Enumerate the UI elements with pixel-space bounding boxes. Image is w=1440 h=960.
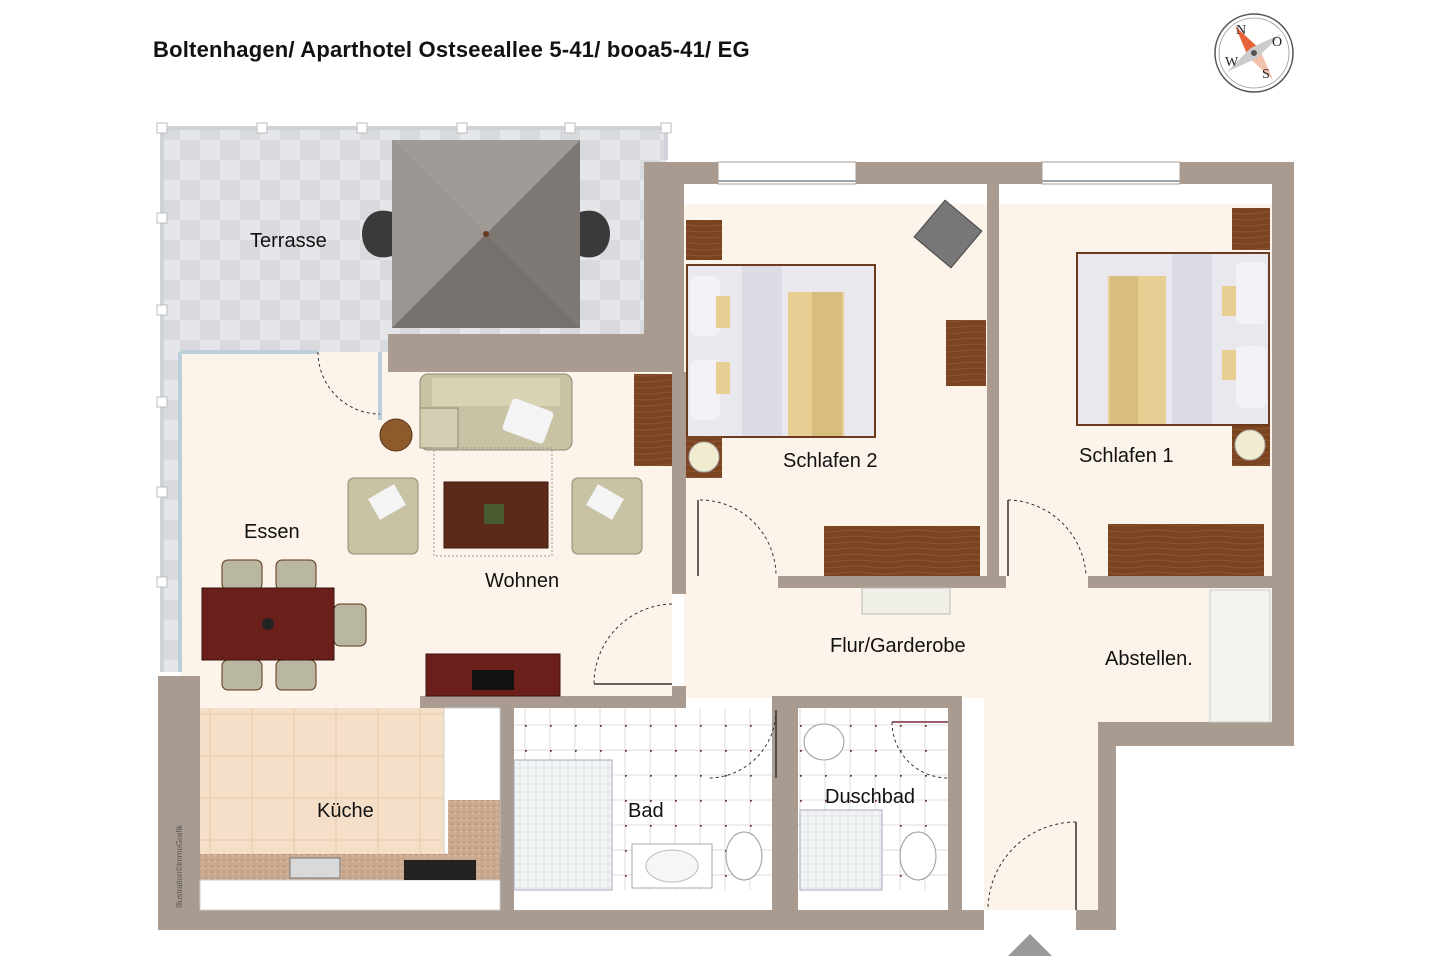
sideboard <box>634 374 672 466</box>
desk <box>946 320 986 386</box>
hallway-floor <box>684 578 1272 910</box>
compass-north: N <box>1236 23 1246 38</box>
windows <box>178 161 1181 672</box>
tv-console <box>425 653 561 697</box>
parasol <box>392 140 580 328</box>
armchair-left <box>347 477 419 555</box>
label-kueche: Küche <box>317 800 374 822</box>
side-table <box>379 418 413 452</box>
entrance-arrow <box>1008 934 1052 956</box>
label-abstellen: Abstellen. <box>1105 648 1193 670</box>
bed-schlafen-2 <box>686 264 876 438</box>
label-flur: Flur/Garderobe <box>830 635 966 657</box>
door-swings <box>317 351 1087 911</box>
kitchen-floor <box>200 708 444 854</box>
railing-posts <box>156 122 672 588</box>
label-duschbad: Duschbad <box>825 786 915 808</box>
shower-duschbad <box>799 809 883 891</box>
terrace-chairs <box>362 210 610 258</box>
wardrobe-2 <box>824 526 980 576</box>
dining-set <box>201 559 367 691</box>
compass-west: W <box>1225 55 1239 70</box>
label-essen: Essen <box>244 521 300 543</box>
armchair-small <box>419 407 459 449</box>
wardrobe-1 <box>1108 524 1264 576</box>
bed-schlafen-1 <box>1076 252 1270 426</box>
label-schlafen-1: Schlafen 1 <box>1079 445 1174 467</box>
sink-duschbad <box>803 723 845 761</box>
toilet-duschbad <box>899 831 937 881</box>
toilet-bad <box>725 831 763 881</box>
walls <box>158 162 1294 930</box>
bedroom-chair <box>913 199 983 269</box>
storage-shelf <box>1209 589 1271 723</box>
label-bad: Bad <box>628 800 664 822</box>
shower-bad <box>513 759 613 891</box>
watermark: Illustration©immoGrafik <box>175 824 184 908</box>
label-wohnen: Wohnen <box>485 570 559 592</box>
armchair-right <box>571 477 643 555</box>
compass: N O S W <box>1214 13 1294 93</box>
plan-title: Boltenhagen/ Aparthotel Ostseeallee 5-41… <box>153 37 750 62</box>
label-schlafen-2: Schlafen 2 <box>783 450 878 472</box>
kitchen-units <box>199 707 501 911</box>
rug <box>433 447 553 557</box>
terrace-side-strip <box>162 352 180 672</box>
coat-rack <box>861 587 951 615</box>
compass-south: S <box>1262 67 1270 82</box>
compass-east: O <box>1272 35 1282 50</box>
label-terrasse: Terrasse <box>250 230 327 252</box>
